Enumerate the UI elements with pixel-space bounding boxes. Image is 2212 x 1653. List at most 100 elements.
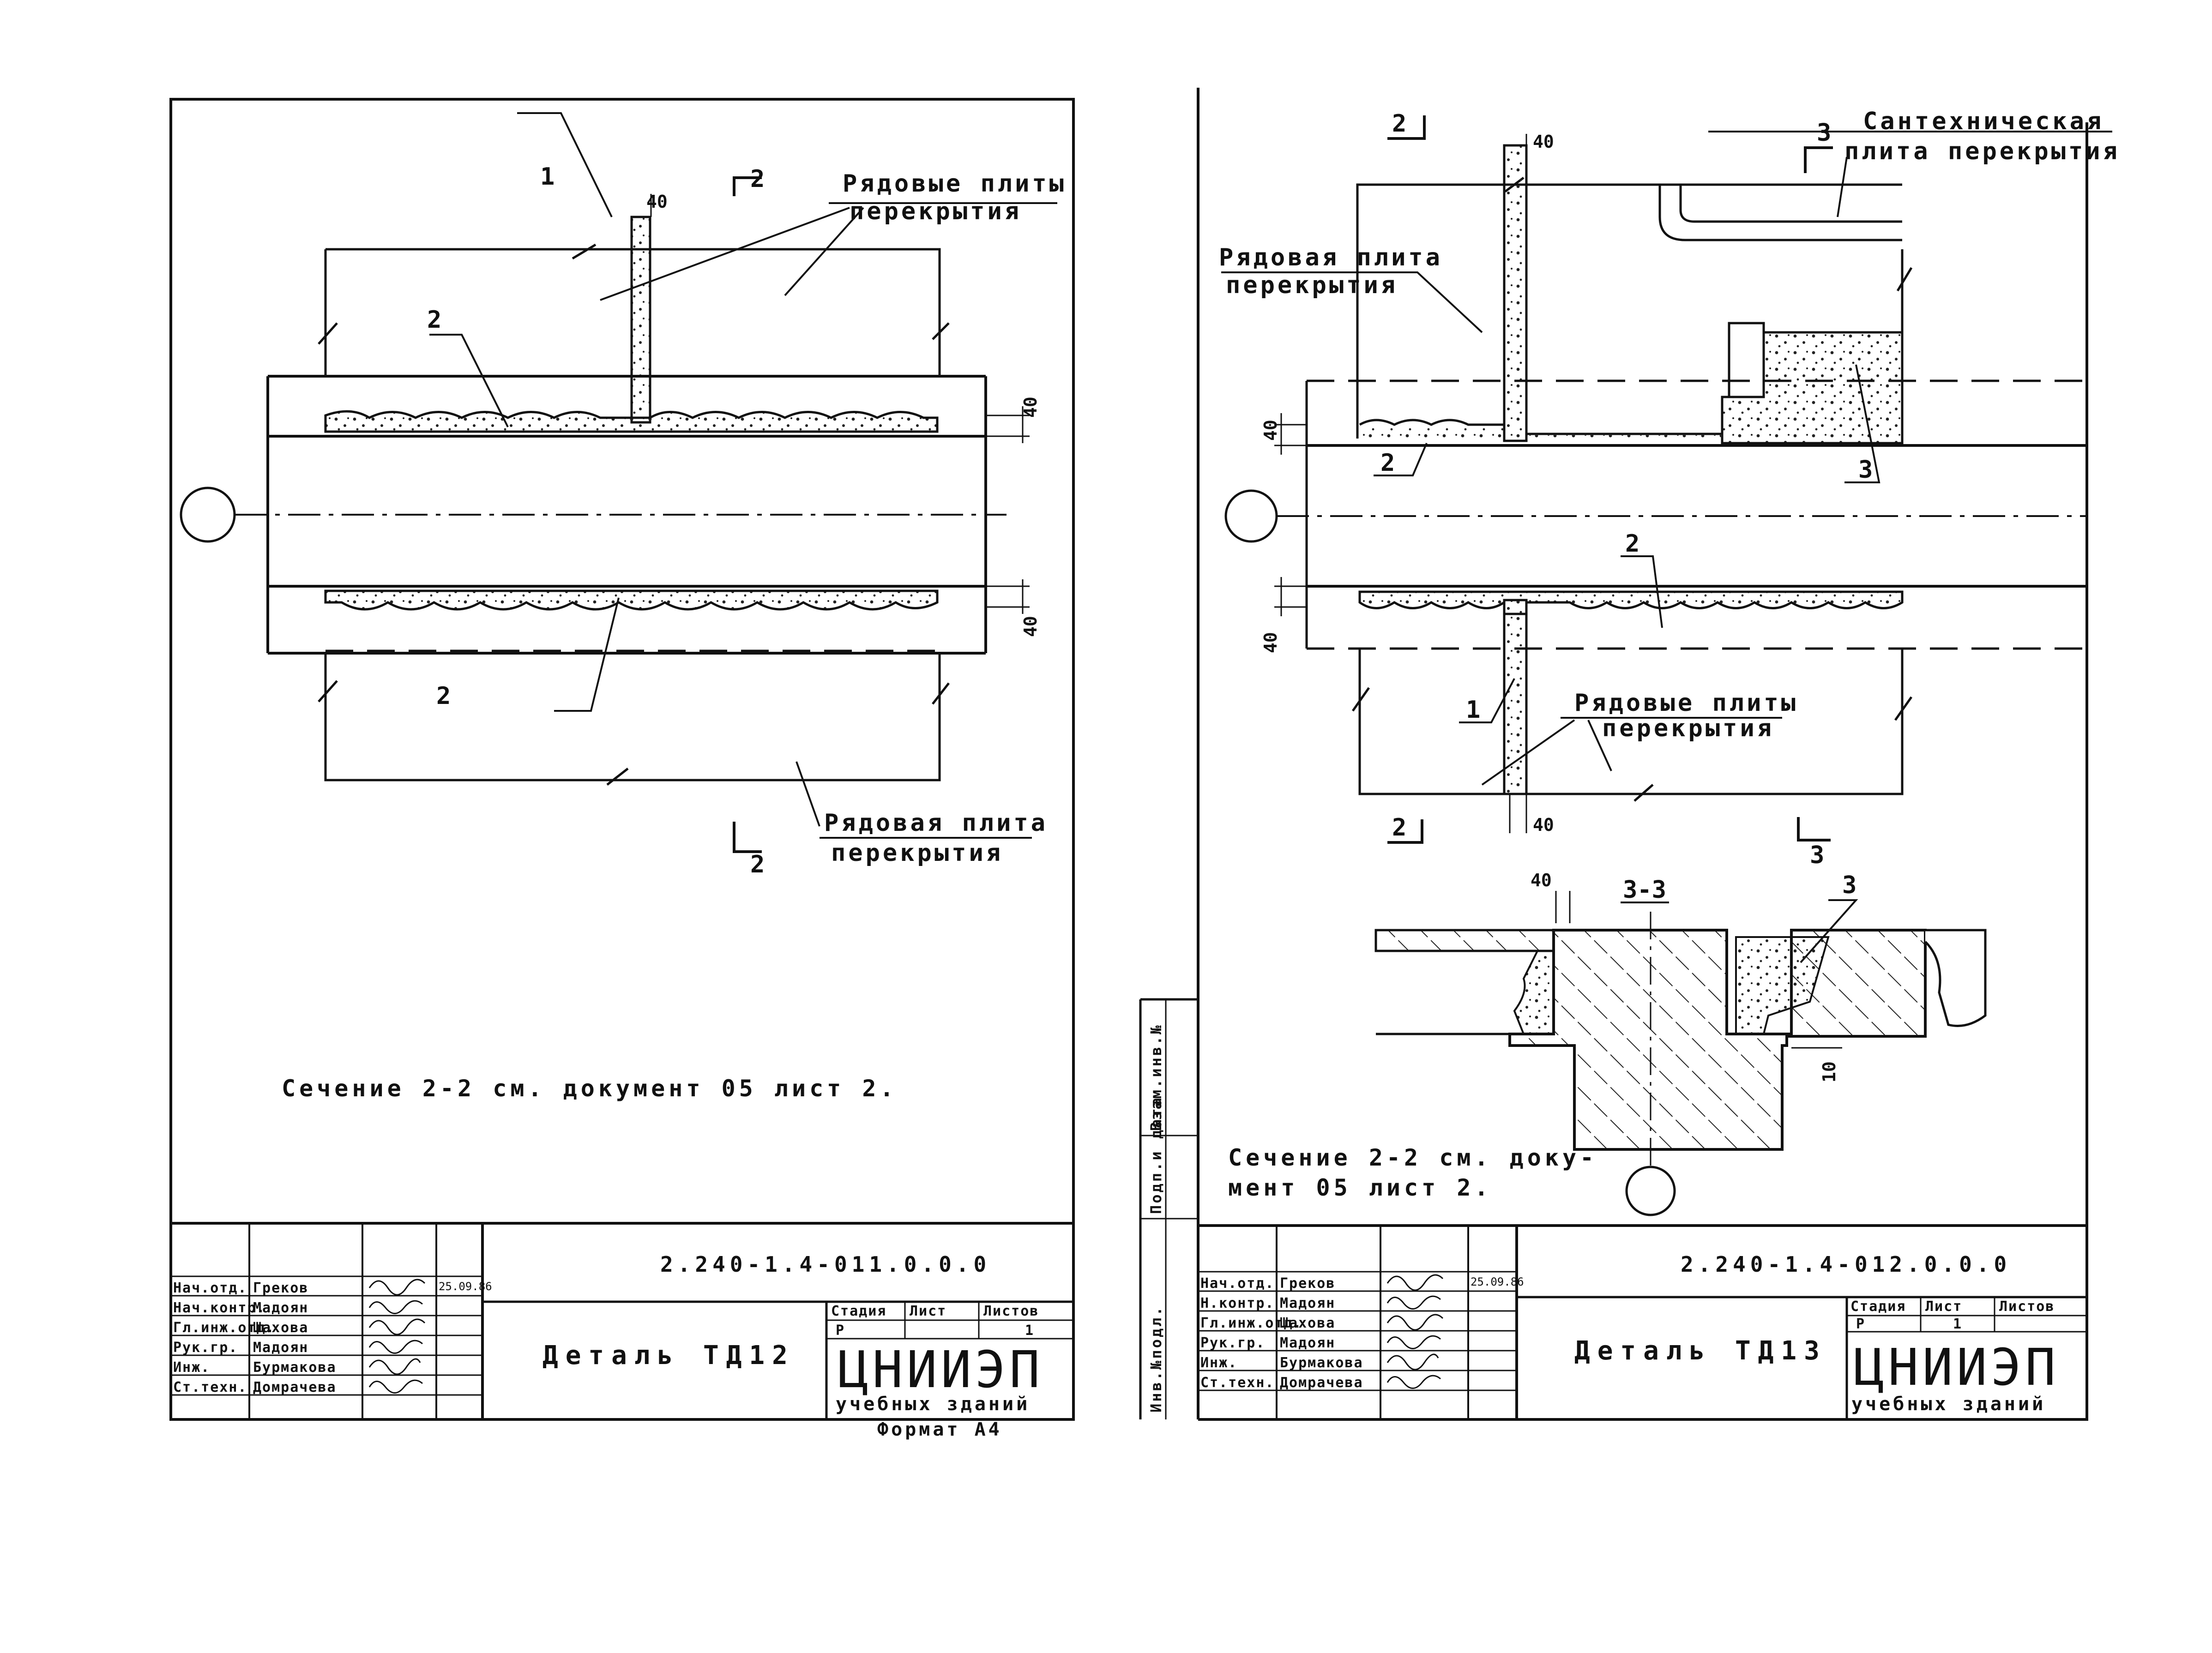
right-doc-code: 2.240-1.4-012.0.0.0 <box>1681 1252 2011 1277</box>
left-role-1: Нач.контр. <box>173 1300 266 1316</box>
right-section-2-bottom: 2 <box>1392 814 1406 842</box>
left-doc-title: Деталь ТД12 <box>542 1340 795 1370</box>
left-org-sub: учебных зданий <box>836 1394 1030 1415</box>
left-title-block: Нач.отд. Нач.контр. Гл.инж.отд. Рук.гр. … <box>171 1222 1073 1440</box>
right-section-2-top: 2 <box>1392 110 1406 138</box>
right-sheet-header: Лист <box>1925 1298 1962 1315</box>
left-name-3: Мадоян <box>253 1340 308 1356</box>
left-dim-right-top: 40 <box>1020 397 1041 418</box>
right-stamp-1: Подп.и дата <box>1147 1096 1165 1214</box>
right-row-slab-label: Рядовая плита <box>1219 244 1443 271</box>
left-dim-top: 40 <box>646 192 668 212</box>
right-sheet-no: 1 <box>1953 1316 1962 1332</box>
right-row-slabs-label: Рядовые плиты <box>1574 689 1798 717</box>
right-role-1: Н.контр. <box>1200 1295 1275 1311</box>
right-sheets-header: Листов <box>1999 1298 2055 1315</box>
left-role-2: Гл.инж.отд. <box>173 1320 275 1336</box>
right-name-2: Шахова <box>1280 1315 1335 1331</box>
section-3-3: 3-3 40 3 10 <box>1374 870 1987 1216</box>
section-33-callout-3: 3 <box>1842 872 1856 899</box>
right-dim-top: 40 <box>1533 132 1554 152</box>
right-leader-2a: 2 <box>1380 449 1395 477</box>
section-33-title: 3-3 <box>1623 876 1666 904</box>
right-org-sub: учебных зданий <box>1851 1394 2046 1415</box>
section-33-axis-bubble <box>1625 1166 1676 1216</box>
left-joint <box>630 216 651 424</box>
left-role-3: Рук.гр. <box>173 1340 238 1356</box>
right-note-line2: мент 05 лист 2. <box>1228 1174 1492 1201</box>
right-role-0: Нач.отд. <box>1200 1275 1275 1292</box>
right-signatures <box>1386 1274 1444 1389</box>
left-section-top: 2 <box>750 165 765 193</box>
right-name-0: Греков <box>1280 1275 1335 1292</box>
right-name-4: Бурмакова <box>1280 1355 1363 1371</box>
left-section-bottom: 2 <box>750 851 765 878</box>
left-name-4: Бурмакова <box>253 1359 337 1376</box>
right-sheet: Инв.№подл. Подп.и дата Взам.инв.№ <box>1139 88 2120 1421</box>
right-stage-header: Стадия <box>1850 1298 1906 1315</box>
right-joint-upper <box>1503 144 1528 442</box>
right-sanitary-label: Сантехническая <box>1863 108 2104 135</box>
left-stage: Р <box>836 1322 845 1339</box>
left-frame <box>169 98 1075 1421</box>
right-sanitary-label-2: плита перекрытия <box>1844 138 2120 165</box>
left-axis-bubble <box>180 487 236 543</box>
left-org: ЦНИИЭП <box>838 1340 1043 1399</box>
left-name-5: Домрачева <box>253 1379 337 1395</box>
section-33-beam <box>1508 929 1927 1151</box>
left-dim-right-bottom: 40 <box>1020 616 1041 637</box>
left-note: Сечение 2-2 см. документ 05 лист 2. <box>282 1075 898 1102</box>
right-org: ЦНИИЭП <box>1854 1338 2059 1397</box>
right-stamp-0: Инв.№подл. <box>1147 1305 1165 1413</box>
right-role-3: Рук.гр. <box>1200 1335 1265 1351</box>
left-row-slab-label: Рядовая плита <box>824 809 1048 837</box>
right-stage: Р <box>1856 1316 1865 1332</box>
right-name-5: Домрачева <box>1280 1375 1363 1391</box>
left-name-2: Шахова <box>253 1320 308 1336</box>
left-row-slabs-label-2: перекрытия <box>850 198 1022 225</box>
right-row-slab-label-2: перекрытия <box>1226 271 1398 299</box>
section-33-dim-40: 40 <box>1531 870 1552 890</box>
left-leader-2a: 2 <box>427 306 441 334</box>
right-doc-title: Деталь ТД13 <box>1574 1336 1827 1366</box>
right-name-3: Мадоян <box>1280 1335 1335 1351</box>
left-role-5: Ст.техн. <box>173 1379 247 1395</box>
right-axis-bubble <box>1224 489 1278 543</box>
right-role-5: Ст.техн. <box>1200 1375 1275 1391</box>
left-row-slabs-label: Рядовые плиты <box>843 170 1067 198</box>
left-doc-code: 2.240-1.4-011.0.0.0 <box>660 1252 991 1277</box>
left-sheet: 1 2 2 40 40 40 2 2 Рядовые плиты перекры… <box>169 98 1075 1440</box>
right-joint-lower <box>1503 599 1528 795</box>
left-signatures <box>368 1279 426 1394</box>
left-name-0: Греков <box>253 1280 308 1296</box>
left-leader-2b: 2 <box>436 682 451 710</box>
right-leader-3: 3 <box>1858 456 1873 484</box>
right-section-3-top: 3 <box>1817 119 1831 147</box>
left-leader-1: 1 <box>540 163 555 191</box>
right-name-1: Мадоян <box>1280 1295 1335 1311</box>
right-dim-left-bottom: 40 <box>1260 632 1281 653</box>
left-format: Формат А4 <box>877 1419 1002 1440</box>
left-role-4: Инж. <box>173 1359 210 1376</box>
left-role-0: Нач.отд. <box>173 1280 247 1296</box>
left-stage-header: Стадия <box>831 1303 886 1319</box>
right-note-line1: Сечение 2-2 см. доку- <box>1228 1144 1597 1171</box>
section-33-dim-10: 10 <box>1819 1061 1839 1082</box>
left-lower-slab <box>324 653 941 781</box>
right-frame <box>1197 88 2088 1421</box>
right-sanitary-slab <box>1658 185 1902 241</box>
right-title-block: Нач.отд. Н.контр. Гл.инж.отд. Рук.гр. Ин… <box>1198 1224 2087 1419</box>
left-sheet-no: 1 <box>1025 1322 1034 1339</box>
right-role-4: Инж. <box>1200 1355 1237 1371</box>
right-dim-bottom: 40 <box>1533 815 1554 835</box>
left-sheets-header: Листов <box>983 1303 1039 1319</box>
right-date: 25.09.86 <box>1471 1275 1524 1288</box>
right-row-slabs-label-2: перекрытия <box>1602 715 1774 742</box>
left-sheet-header: Лист <box>910 1303 946 1319</box>
left-date: 25.09.86 <box>439 1280 492 1293</box>
left-name-1: Мадоян <box>253 1300 308 1316</box>
right-role-2: Гл.инж.отд. <box>1200 1315 1302 1331</box>
right-section-3-bottom: 3 <box>1810 842 1824 869</box>
